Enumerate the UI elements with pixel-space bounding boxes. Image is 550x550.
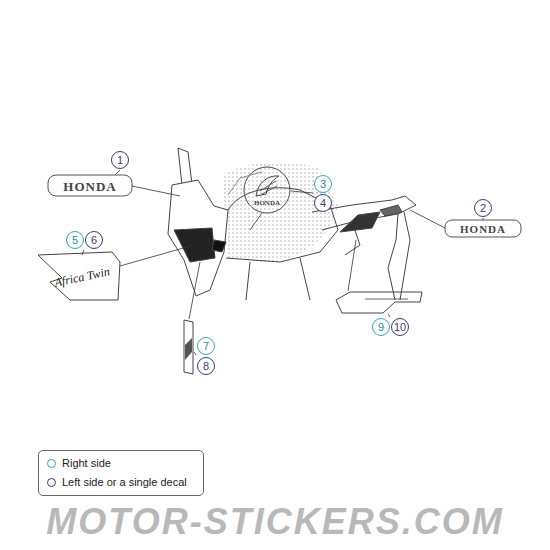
callout-number: 10 xyxy=(391,318,409,336)
decal-text: HONDA xyxy=(254,200,280,207)
legend-sample xyxy=(47,478,56,487)
leader-line xyxy=(82,170,483,355)
callout-number: 7 xyxy=(197,337,215,355)
callout-number: 1 xyxy=(111,151,129,169)
callout-number: 6 xyxy=(85,231,103,249)
decal-text: HONDA xyxy=(460,224,506,235)
callout-number: 5 xyxy=(66,231,84,249)
callout-number: 3 xyxy=(314,175,332,193)
decal-outline xyxy=(184,320,193,374)
legend-text: Right side xyxy=(62,457,111,469)
legend-row: Right side xyxy=(47,457,111,469)
decal-outline xyxy=(38,252,120,300)
watermark: MOTOR-STICKERS.COM xyxy=(46,504,503,540)
callout-number: 4 xyxy=(314,194,332,212)
legend-row: Left side or a single decal xyxy=(47,476,187,488)
legend-text: Left side or a single decal xyxy=(62,476,187,488)
decal-outline xyxy=(48,175,132,196)
legend-sample xyxy=(47,459,56,468)
decal-text: HONDA xyxy=(63,180,116,193)
callout-number: 9 xyxy=(372,318,390,336)
decal-outline xyxy=(445,220,521,237)
legend-box: Right sideLeft side or a single decal xyxy=(38,450,204,496)
callout-number: 8 xyxy=(197,357,215,375)
motorcycle-outline xyxy=(168,148,416,300)
callout-number: 2 xyxy=(474,199,492,217)
decal-outline xyxy=(336,292,422,313)
